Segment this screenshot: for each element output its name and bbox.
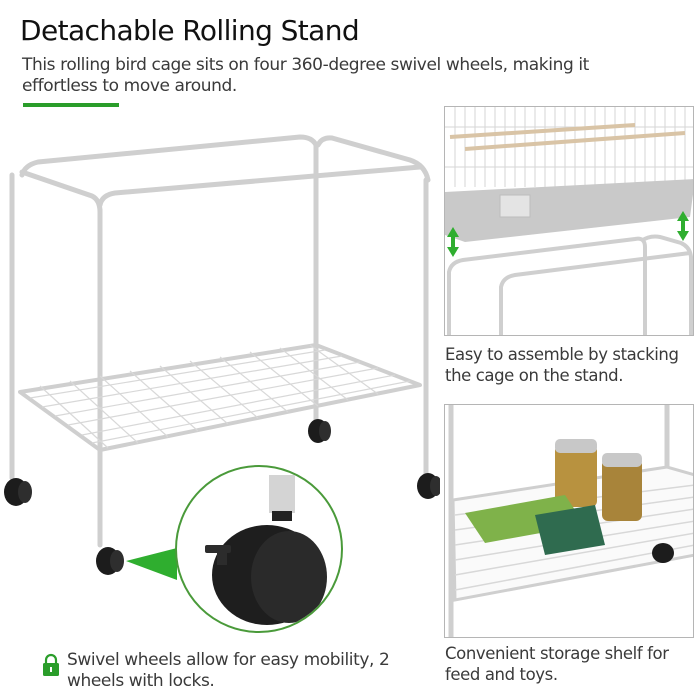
- accent-underline: [23, 103, 119, 107]
- page-title: Detachable Rolling Stand: [20, 14, 360, 47]
- stacking-panel-image: [444, 106, 694, 336]
- wheel-detail-callout: [175, 465, 343, 633]
- callout-wedge: [126, 548, 177, 580]
- locking-caster-icon: [205, 475, 327, 625]
- stacking-caption: Easy to assemble by stacking the cage on…: [445, 345, 679, 385]
- wheel-caption: Swivel wheels allow for easy mobility, 2…: [67, 650, 390, 691]
- rolling-stand-illustration: [4, 134, 440, 580]
- lock-icon: [43, 653, 59, 676]
- page-subtitle: This rolling bird cage sits on four 360-…: [22, 55, 589, 96]
- storage-shelf-panel-image: [444, 404, 694, 638]
- storage-caption: Convenient storage shelf for feed and to…: [445, 644, 669, 684]
